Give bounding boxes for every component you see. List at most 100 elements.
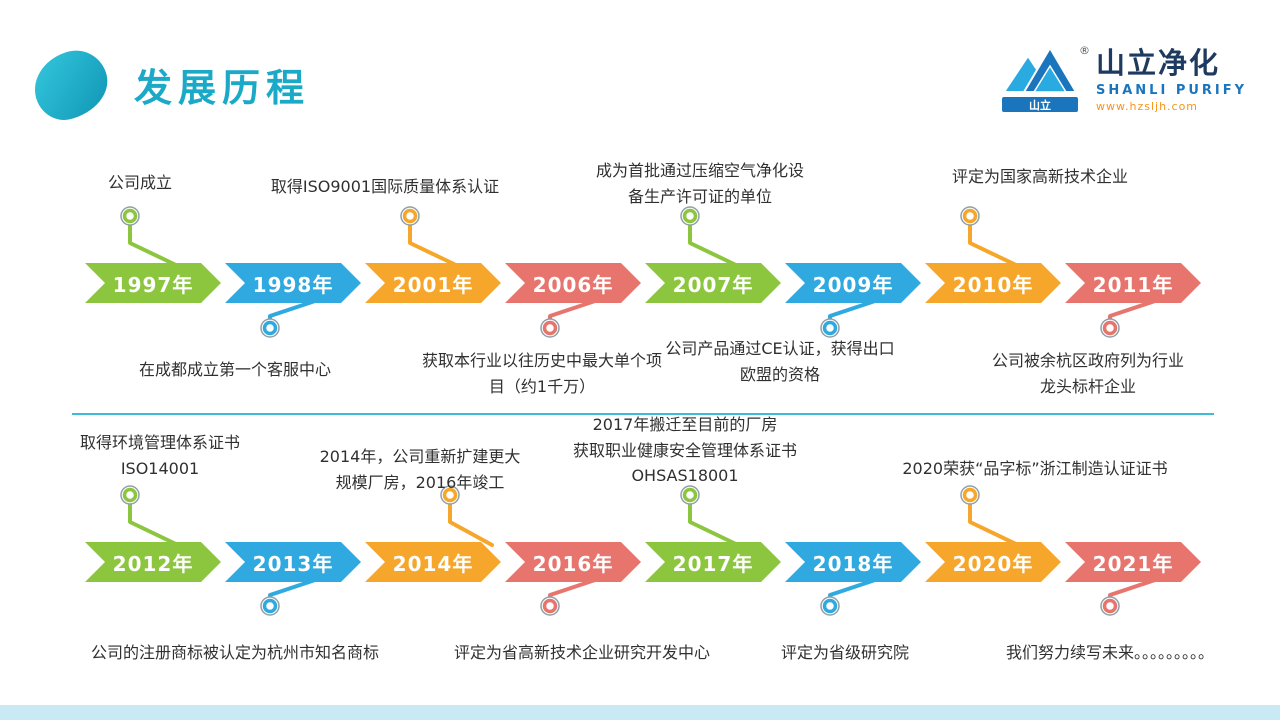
segment-year-label: 2014年 <box>392 551 474 576</box>
timeline-row-1: 1997年 1998年 2001年 2006年 2007年 2009年 2010… <box>85 263 1201 303</box>
segment-year-label: 2010年 <box>952 272 1034 297</box>
timeline-segment-2001: 2001年 <box>365 263 501 303</box>
timeline-dot <box>962 208 978 224</box>
timeline-dot <box>262 598 278 614</box>
mountain-icon: 山立 <box>1002 46 1078 112</box>
timeline-dot <box>260 318 280 338</box>
timeline-segment-2010: 2010年 <box>925 263 1061 303</box>
connector-line <box>968 500 1020 547</box>
timeline-dot <box>540 318 560 338</box>
connector-line <box>688 500 740 547</box>
timeline-segment-2014: 2014年 <box>365 542 501 582</box>
callout-2010: 评定为国家高新技术企业 <box>951 167 1128 186</box>
connector-line <box>408 221 460 268</box>
timeline-dot <box>682 487 698 503</box>
logo-company-name: 山立净化 <box>1096 46 1221 80</box>
segment-year-label: 2018年 <box>812 551 894 576</box>
timeline-dot <box>542 320 558 336</box>
page-title: 发展历程 <box>134 66 311 110</box>
segment-year-label: 2001年 <box>392 272 474 297</box>
callout-2009: 公司产品通过CE认证，获得出口 欧盟的资格 <box>665 339 895 384</box>
connector-line <box>548 298 600 323</box>
callout-2016: 评定为省高新技术企业研究开发中心 <box>453 643 710 662</box>
callout-2020: 2020荣获“品字标”浙江制造认证证书 <box>902 459 1168 478</box>
callout-2018: 评定为省级研究院 <box>780 643 909 662</box>
connector-line <box>128 500 180 547</box>
timeline-dot <box>962 487 978 503</box>
segment-year-label: 2006年 <box>532 272 614 297</box>
callout-2011: 公司被余杭区政府列为行业 龙头标杆企业 <box>991 351 1184 396</box>
company-logo: 山立 ® 山立净化 SHANLI PURIFY www.hzsljh.com <box>1000 44 1247 118</box>
segment-year-label: 2020年 <box>952 551 1034 576</box>
timeline-dot <box>260 596 280 616</box>
timeline-segment-2007: 2007年 <box>645 263 781 303</box>
callout-2006: 获取本行业以往历史中最大单个项 目（约1千万） <box>421 351 662 396</box>
segment-year-label: 2012年 <box>112 551 194 576</box>
timeline-dot <box>682 208 698 224</box>
connector-line <box>1108 298 1160 323</box>
timeline-segment-2013: 2013年 <box>225 542 361 582</box>
timeline-dot <box>820 318 840 338</box>
logo-banner-text: 山立 <box>1029 98 1051 112</box>
timeline-dot <box>542 598 558 614</box>
segment-year-label: 2013年 <box>252 551 334 576</box>
timeline-dot <box>122 487 138 503</box>
connector-line <box>1108 577 1160 601</box>
callout-2013: 公司的注册商标被认定为杭州市知名商标 <box>90 643 379 662</box>
timeline-dot <box>680 206 700 226</box>
logo-text-block: 山立净化 SHANLI PURIFY www.hzsljh.com <box>1096 44 1247 113</box>
timeline-dot <box>540 596 560 616</box>
timeline-dot <box>120 206 140 226</box>
timeline-dot <box>822 598 838 614</box>
logo-website: www.hzsljh.com <box>1096 99 1199 113</box>
connector-line <box>828 577 880 601</box>
logo-icon-wrap: 山立 ® <box>1000 44 1090 118</box>
segment-year-label: 1997年 <box>112 272 194 297</box>
logo-banner <box>1002 97 1078 112</box>
timeline-row-2: 2012年 2013年 2014年 2016年 2017年 2018年 2020… <box>85 542 1201 582</box>
segment-year-label: 1998年 <box>252 272 334 297</box>
callout-2001: 取得ISO9001国际质量体系认证 <box>270 177 500 196</box>
connector-line <box>968 221 1020 268</box>
timeline-segment-2011: 2011年 <box>1065 263 1201 303</box>
timeline-dot <box>400 206 420 226</box>
segment-year-label: 2016年 <box>532 551 614 576</box>
connector-line <box>268 298 320 323</box>
connector-line <box>688 221 740 268</box>
timeline-segment-2006: 2006年 <box>505 263 641 303</box>
timeline-segment-2012: 2012年 <box>85 542 221 582</box>
timeline-dot <box>122 208 138 224</box>
timeline-segment-2016: 2016年 <box>505 542 641 582</box>
timeline-dot <box>1102 320 1118 336</box>
logo-company-name-en: SHANLI PURIFY <box>1096 82 1248 98</box>
timeline-segment-2009: 2009年 <box>785 263 921 303</box>
callout-1997: 公司成立 <box>107 173 172 192</box>
timeline-dot <box>402 208 418 224</box>
timeline-segment-2017: 2017年 <box>645 542 781 582</box>
callout-2012: 取得环境管理体系证书 ISO14001 <box>79 433 240 478</box>
timeline-dot <box>1102 598 1118 614</box>
connector-line <box>268 577 320 601</box>
section-divider <box>72 413 1214 415</box>
mountain-peak-inner <box>1032 64 1068 93</box>
connector-line <box>828 298 880 323</box>
callout-1998: 在成都成立第一个客服中心 <box>138 360 331 379</box>
timeline-segment-1998: 1998年 <box>225 263 361 303</box>
timeline-dot <box>1100 596 1120 616</box>
segment-year-label: 2017年 <box>672 551 754 576</box>
bottom-bar <box>0 705 1280 720</box>
title-blob-decoration <box>27 44 115 126</box>
timeline-segment-2021: 2021年 <box>1065 542 1201 582</box>
segment-year-label: 2011年 <box>1092 272 1174 297</box>
callout-2021: 我们努力续写未来。。。。。。。。。 <box>1005 643 1214 662</box>
callout-2017: 2017年搬迁至目前的厂房 获取职业健康安全管理体系证书 OHSAS18001 <box>572 415 797 486</box>
timeline-dot <box>262 320 278 336</box>
connector-line <box>128 221 180 268</box>
timeline-dot <box>820 596 840 616</box>
timeline-dot <box>960 485 980 505</box>
timeline-dot <box>822 320 838 336</box>
timeline-segment-1997: 1997年 <box>85 263 221 303</box>
registered-trademark-icon: ® <box>1079 44 1090 57</box>
timeline-segment-2018: 2018年 <box>785 542 921 582</box>
